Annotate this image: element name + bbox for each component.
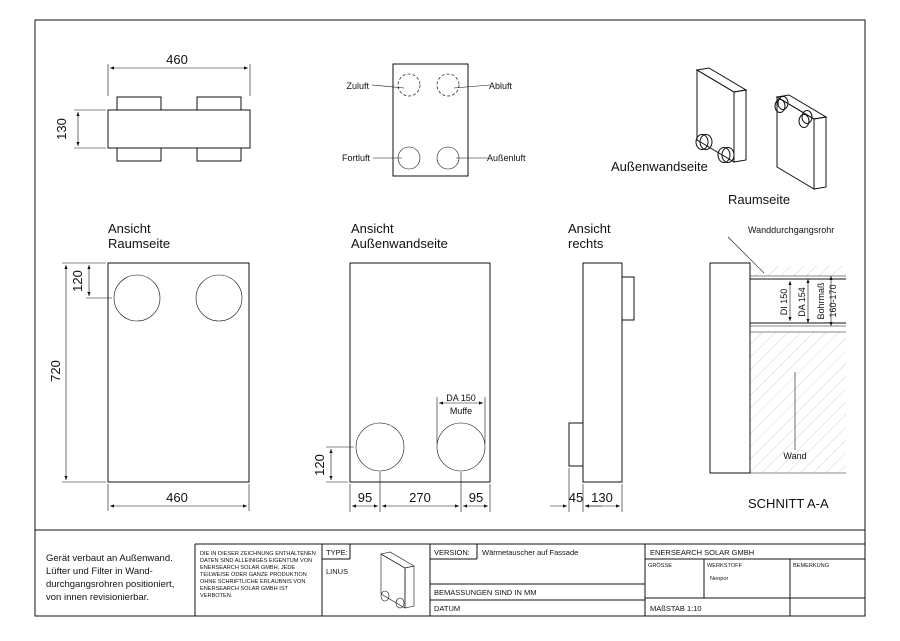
legal-line-6: ENERSEARCH SOLAR GMBH IST bbox=[200, 586, 289, 592]
version-value: Wärmetauscher auf Fassade bbox=[482, 548, 578, 557]
legal-line-3: ENERSEARCH SOLAR GMBH. JEDE bbox=[200, 565, 295, 571]
outer-side-title-1: Ansicht bbox=[351, 221, 394, 236]
legal-line-2: DATEN SIND ALLEINIGES EIGENTUM VON bbox=[200, 558, 312, 564]
mini-iso-thumbnail bbox=[380, 551, 415, 609]
section-pipe-label: Wanddurchgangsrohr bbox=[748, 225, 834, 235]
werkstoff-label: WERKSTOFF bbox=[707, 563, 743, 569]
section-da: DA 154 bbox=[797, 287, 807, 317]
dim-room-width: 460 bbox=[166, 490, 188, 505]
pipe-label-muffe: Muffe bbox=[450, 406, 472, 416]
label-aussenluft: Außenluft bbox=[487, 153, 526, 163]
dim-outer-left: 95 bbox=[358, 490, 372, 505]
legal-line-7: VERBOTEN. bbox=[200, 593, 233, 599]
dim-top-width: 460 bbox=[166, 52, 188, 67]
dim-top-height: 130 bbox=[54, 118, 69, 140]
dim-room-offset: 120 bbox=[70, 270, 85, 292]
iso-view-room: Raumseite bbox=[728, 94, 828, 207]
dim-outer-mid: 270 bbox=[409, 490, 431, 505]
label-zuluft: Zuluft bbox=[346, 81, 369, 91]
iso-view-outer: Außenwandseite bbox=[611, 67, 748, 174]
legal-line-5: OHNE SCHRIFTLICHE ERLAUBNIS VON bbox=[200, 579, 305, 585]
section-wall-label: Wand bbox=[783, 451, 806, 461]
dim-room-height: 720 bbox=[48, 360, 63, 382]
type-value: LINUS bbox=[326, 567, 348, 576]
section-di: DI 150 bbox=[779, 289, 789, 316]
pipe-label-da: DA 150 bbox=[446, 393, 476, 403]
bemerkung-label: BEMERKUNG bbox=[793, 563, 829, 569]
company-name: ENERSEARCH SOLAR GMBH bbox=[650, 548, 754, 557]
sheet-frame bbox=[34, 19, 866, 617]
front-schematic: Zuluft Abluft Fortluft Außenluft bbox=[342, 63, 526, 177]
units-note: BEMASSUNGEN SIND IN MM bbox=[434, 588, 537, 597]
section-bore-1: Bohrmaß bbox=[816, 282, 826, 320]
room-side-title-1: Ansicht bbox=[108, 221, 151, 236]
note-line-4: von innen revisionierbar. bbox=[46, 592, 149, 603]
title-block: Gerät verbaut an Außenwand. Lüfter und F… bbox=[35, 529, 865, 616]
section-a-a: Wanddurchgangsrohr DI 150 DA 154 Bohrmaß… bbox=[709, 225, 846, 511]
room-side-title-2: Raumseite bbox=[108, 236, 170, 251]
legal-line-1: DIE IN DIESER ZEICHNUNG ENTHALTENEN bbox=[200, 551, 316, 557]
label-abluft: Abluft bbox=[489, 81, 513, 91]
legal-line-4: TEILWEISE ODER GANZE PRODUKTION bbox=[200, 572, 307, 578]
version-label: VERSION: bbox=[434, 548, 470, 557]
iso-label-outer: Außenwandseite bbox=[611, 159, 708, 174]
dim-right-a: 45 bbox=[569, 490, 583, 505]
right-side-title-1: Ansicht bbox=[568, 221, 611, 236]
note-line-3: durchgangsrohren positioniert, bbox=[46, 579, 174, 590]
scale-label: MAßSTAB 1:10 bbox=[650, 604, 702, 613]
groesse-label: GRÖSSE bbox=[648, 562, 672, 569]
note-line-1: Gerät verbaut an Außenwand. bbox=[46, 553, 173, 564]
section-bore-2: 160-170 bbox=[828, 284, 838, 317]
dim-outer-offset: 120 bbox=[312, 454, 327, 476]
werkstoff-value: Neopor bbox=[710, 576, 728, 582]
iso-label-room: Raumseite bbox=[728, 192, 790, 207]
right-side-title-2: rechts bbox=[568, 236, 604, 251]
wall-hatch bbox=[750, 332, 846, 473]
top-view: 460 130 bbox=[54, 52, 251, 162]
view-outer-side: Ansicht Außenwandseite DA 150 Muffe 120 … bbox=[312, 221, 491, 512]
type-label: TYPE: bbox=[326, 548, 348, 557]
datum-label: DATUM bbox=[434, 604, 460, 613]
note-line-2: Lüfter und Filter in Wand- bbox=[46, 566, 153, 577]
view-right-side: Ansicht rechts 45 130 bbox=[550, 221, 635, 512]
section-title: SCHNITT A-A bbox=[748, 496, 829, 511]
label-fortluft: Fortluft bbox=[342, 153, 371, 163]
dim-outer-right: 95 bbox=[469, 490, 483, 505]
outer-side-title-2: Außenwandseite bbox=[351, 236, 448, 251]
view-room-side: Ansicht Raumseite 720 120 460 bbox=[48, 221, 250, 511]
dim-right-b: 130 bbox=[591, 490, 613, 505]
